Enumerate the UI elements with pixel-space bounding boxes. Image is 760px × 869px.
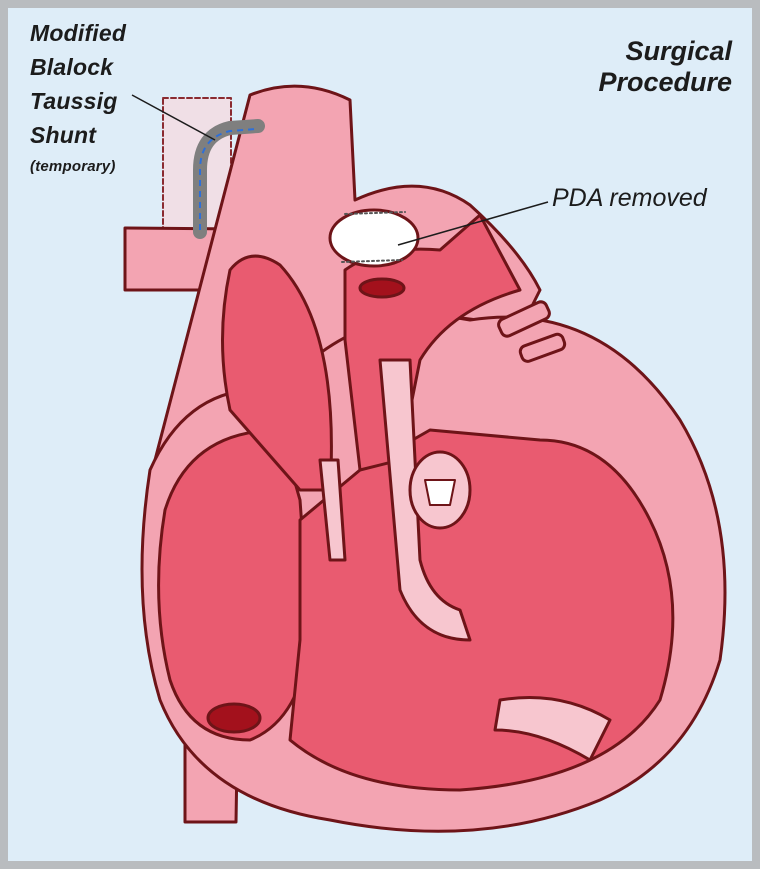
shunt-note: (temporary)	[30, 152, 126, 182]
shunt-label-line-2: Blalock	[30, 50, 126, 84]
diagram-title: Surgical Procedure	[598, 36, 732, 98]
pda-removed-patch	[330, 210, 418, 266]
shunt-label-line-3: Taussig	[30, 84, 126, 118]
ventricle-chamber	[290, 430, 673, 790]
coronary-sinus-opening	[208, 704, 260, 732]
title-line-2: Procedure	[598, 67, 732, 98]
title-line-1: Surgical	[598, 36, 732, 67]
shunt-label-line-1: Modified	[30, 16, 126, 50]
shunt-label-line-4: Shunt	[30, 118, 126, 152]
valve-leaflets	[425, 480, 455, 505]
pda-label: PDA removed	[552, 184, 707, 213]
aortic-opening	[360, 279, 404, 297]
shunt-label: Modified Blalock Taussig Shunt (temporar…	[30, 16, 126, 182]
